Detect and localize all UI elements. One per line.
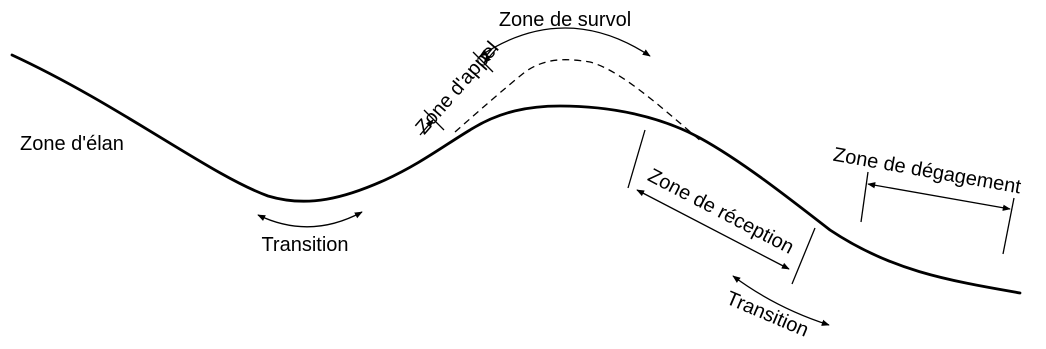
degagement-tick-left (860, 171, 869, 223)
appel-arrow-top (483, 47, 498, 64)
survol-arrow (479, 27, 651, 57)
elan-label: Zone d'élan (20, 133, 124, 155)
degagement-tick-right (1002, 197, 1015, 255)
survol-label: Zone de survol (499, 9, 631, 31)
flight-path (454, 59, 703, 143)
terrain-profile (10, 53, 1022, 295)
degagement-arrow (867, 182, 1011, 211)
degagement-label: Zone de dégagement (831, 144, 1023, 199)
appel-tick-bottom (423, 109, 445, 131)
appel-arrow-bottom (419, 119, 434, 136)
reception-label: Zone de réception (644, 165, 797, 259)
reception-tick-left (627, 129, 646, 189)
appel-label: Zone d'appel (411, 37, 503, 138)
reception-arrow (636, 189, 790, 270)
transition-2-arrow (732, 275, 830, 326)
transition-1-arrow (257, 211, 363, 228)
reception-tick-right (791, 227, 816, 285)
transition-2-label: Transition (723, 287, 812, 341)
transition-1-label: Transition (261, 234, 348, 256)
appel-tick-top (472, 51, 494, 73)
